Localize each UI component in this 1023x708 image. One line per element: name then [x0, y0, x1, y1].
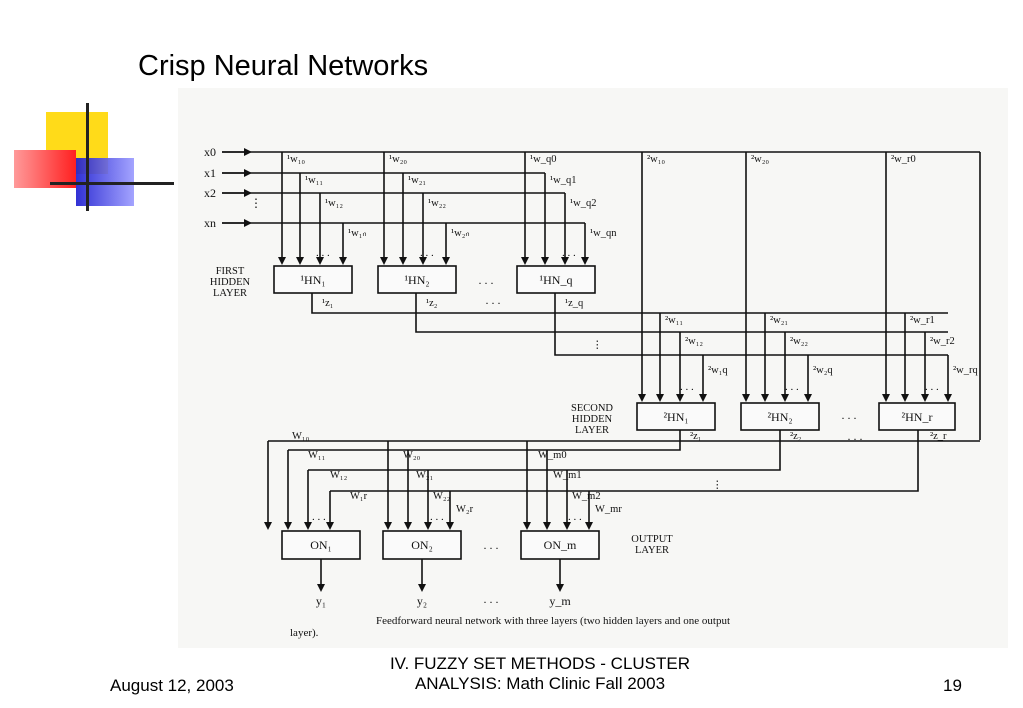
weights-ellipsis: . . .: [420, 247, 434, 259]
first-hidden-output-label: ¹z₂: [426, 298, 438, 309]
weight-label: ¹w₁ₙ: [348, 228, 367, 239]
weight-label: W₂₂: [433, 491, 451, 502]
weight-label: ¹w₂ₙ: [451, 228, 470, 239]
output-node-label: ON_m: [544, 538, 577, 552]
weight-label: W_m1: [553, 470, 582, 481]
decor-vertical-line: [86, 103, 89, 211]
weight-label: ¹w_qn: [590, 228, 617, 239]
output-layer-label: OUTPUT: [631, 534, 673, 545]
footer-course: IV. FUZZY SET METHODS - CLUSTER ANALYSIS…: [389, 654, 691, 693]
weights-ellipsis: . . .: [316, 247, 330, 259]
output-value-label: y₂: [417, 594, 427, 608]
weight-label: ²w_r0: [891, 154, 916, 165]
footer-date: August 12, 2003: [110, 676, 234, 695]
first-layer-label: LAYER: [213, 288, 247, 299]
nodes-ellipsis: . . .: [484, 538, 499, 552]
weight-label: W₂r: [456, 504, 474, 515]
figure-caption-line1: Feedforward neural network with three la…: [376, 615, 730, 627]
second-hidden-output-label: ²z₂: [790, 431, 802, 442]
input-ellipsis: ⋮: [250, 196, 262, 210]
weight-label: ¹w₂₀: [389, 154, 407, 165]
input-label: x2: [204, 186, 216, 200]
weight-label: W_m2: [572, 491, 601, 502]
weight-label: ²w₁₀: [647, 154, 665, 165]
first-hidden-output-label: ¹z₁: [322, 298, 333, 309]
weight-label: ²w₂q: [813, 365, 833, 376]
weight-label: W₂₁: [416, 470, 433, 481]
figure-caption-line2: layer).: [290, 627, 319, 639]
first-layer-label: HIDDEN: [210, 277, 251, 288]
weight-label: W₂₀: [403, 450, 421, 461]
weight-label: ²w₁₂: [685, 336, 703, 347]
weight-label: W_mr: [595, 504, 622, 515]
second-hidden-node-label: ²HN₂: [767, 410, 792, 424]
first-hidden-output-label: ¹z_q: [565, 298, 584, 309]
weight-label: ²w_rq: [953, 365, 978, 376]
weights-ellipsis: . . .: [430, 511, 444, 523]
weights-ellipsis: . . .: [785, 381, 799, 393]
weight-label: ²w_r1: [910, 315, 935, 326]
nodes-ellipsis: . . .: [842, 408, 857, 422]
second-hidden-output-label: ²z_r: [930, 431, 947, 442]
first-hidden-node-label: ¹HN_q: [540, 273, 573, 287]
weight-label: W₁₁: [308, 450, 325, 461]
second-layer-label: SECOND: [571, 403, 613, 414]
weight-label: W_m0: [538, 450, 567, 461]
weight-label: ¹w₂₂: [428, 198, 446, 209]
input-label: x0: [204, 145, 216, 159]
weight-label: ¹w_q1: [550, 175, 576, 186]
weight-label: ¹w_q2: [570, 198, 596, 209]
vertical-ellipsis: ⋮: [592, 340, 603, 351]
weight-label: ¹w₁₁: [305, 175, 323, 186]
slide-title: Crisp Neural Networks: [138, 50, 429, 82]
outputs-ellipsis: . . .: [848, 429, 863, 443]
weights-ellipsis: . . .: [568, 511, 582, 523]
first-hidden-node-label: ¹HN₂: [404, 273, 429, 287]
weight-label: ¹w₁₂: [325, 198, 343, 209]
weight-label: W₁r: [350, 491, 368, 502]
weights-ellipsis: . . .: [312, 511, 326, 523]
output-layer-label: LAYER: [635, 545, 669, 556]
weights-ellipsis: . . .: [925, 381, 939, 393]
output-node-label: ON₁: [310, 538, 332, 552]
second-hidden-output-label: ²z₁: [690, 431, 701, 442]
input-label: x1: [204, 166, 216, 180]
input-label: xn: [204, 216, 216, 230]
weight-label: ¹w₂₁: [408, 175, 426, 186]
outputs-ellipsis: . . .: [486, 293, 501, 307]
first-layer-label: FIRST: [216, 266, 245, 277]
weight-label: ²w₁₁: [665, 315, 683, 326]
second-layer-label: HIDDEN: [572, 414, 613, 425]
weight-label: W₁₀: [292, 431, 310, 442]
weights-ellipsis: . . .: [562, 247, 576, 259]
second-hidden-node-label: ²HN_r: [902, 410, 933, 424]
weight-label: ¹w₁₀: [287, 154, 305, 165]
weight-label: ²w₁q: [708, 365, 728, 376]
weight-label: ²w₂₀: [751, 154, 769, 165]
vertical-ellipsis: ⋮: [712, 480, 723, 491]
weight-label: W₁₂: [330, 470, 348, 481]
nodes-ellipsis: . . .: [479, 273, 494, 287]
output-value-label: y₁: [316, 594, 326, 608]
output-value-label: y_m: [549, 594, 571, 608]
weights-ellipsis: . . .: [680, 381, 694, 393]
output-node-label: ON₂: [411, 538, 433, 552]
weight-label: ²w₂₁: [770, 315, 788, 326]
weight-label: ¹w_q0: [530, 154, 556, 165]
outputs-ellipsis: . . .: [484, 592, 499, 606]
decor-red-square: [14, 150, 76, 188]
weight-label: ²w₂₂: [790, 336, 808, 347]
first-hidden-node-label: ¹HN₁: [300, 273, 325, 287]
slide-number: 19: [943, 676, 962, 695]
second-hidden-node-label: ²HN₁: [663, 410, 688, 424]
second-layer-label: LAYER: [575, 425, 609, 436]
weight-label: ²w_r2: [930, 336, 955, 347]
decor-horizontal-line: [50, 182, 174, 185]
